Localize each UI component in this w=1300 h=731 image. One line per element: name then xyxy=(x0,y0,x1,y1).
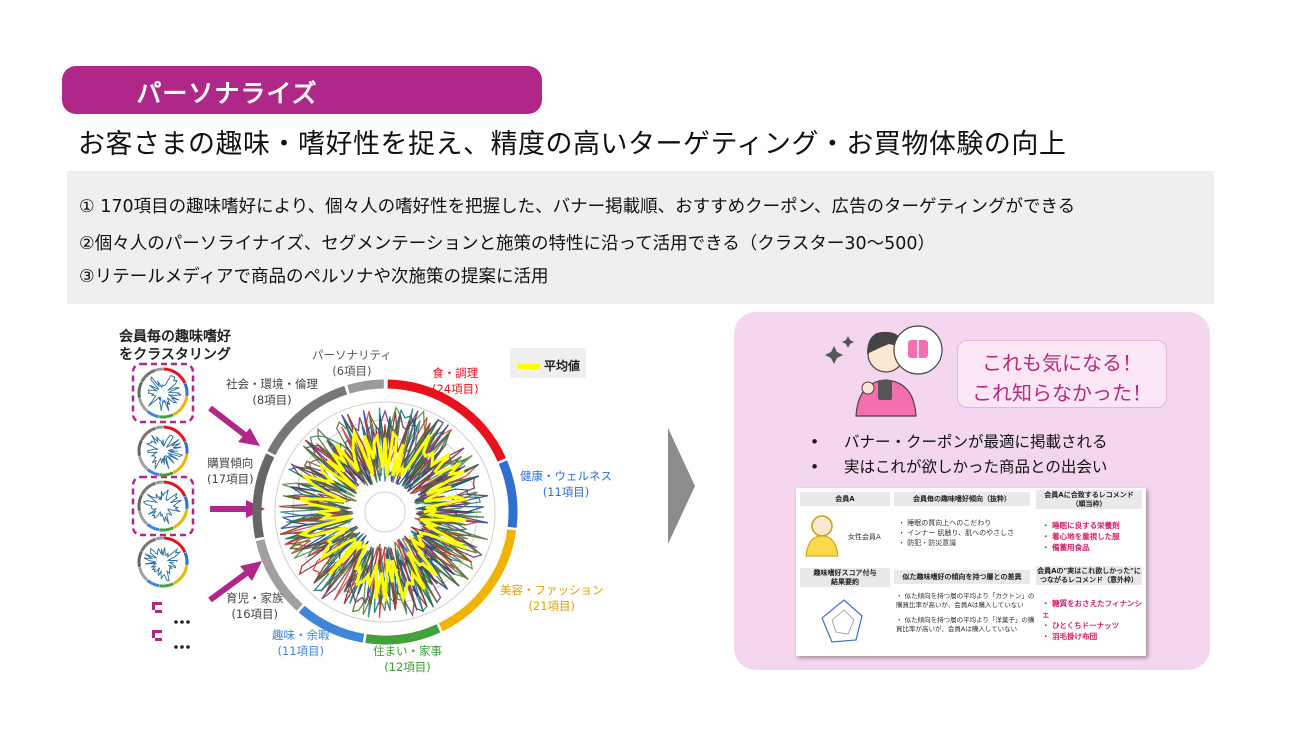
benefit-2: •実はこれが欲しかった商品との出会い xyxy=(810,458,1108,476)
member-radar-2 xyxy=(137,425,189,477)
doc-member-label: 女性会員A xyxy=(848,533,881,541)
category-beauty: 美容・ファッション(21項目) xyxy=(500,583,604,613)
category-arc-0 xyxy=(347,379,384,394)
legend-swatch xyxy=(518,364,540,369)
headline: お客さまの趣味・嗜好性を捉え、精度の高いターゲティング・お買物体験の向上 xyxy=(78,129,1067,160)
sparkle-small-icon xyxy=(842,336,854,348)
phone-icon xyxy=(878,380,892,400)
woman-with-phone-illustration xyxy=(825,325,943,417)
member-avatar xyxy=(805,515,839,557)
category-arc-5 xyxy=(298,605,365,643)
category-arc-1 xyxy=(387,379,506,462)
radar-illustration xyxy=(131,348,695,649)
doc-recommend-surprise: ・ 糖質をおさえたフィナンシェ・ ひとくちドーナッツ・ 羽毛掛け布団 xyxy=(1042,599,1142,641)
category-health: 健康・ウェルネス(11項目) xyxy=(520,469,612,499)
member-radar-1 xyxy=(137,367,189,419)
woman-hair xyxy=(867,331,905,356)
key-points-box: ① 170項目の趣味嗜好により、個々人の嗜好性を把握した、バナー掲載順、おすすめ… xyxy=(67,171,1214,304)
category-purchase: 購買傾向(17項目) xyxy=(207,456,254,486)
cluster-title-line2: をクラスタリング xyxy=(119,347,231,363)
doc-mini-radar xyxy=(821,599,863,643)
category-family: 育児・家族(16項目) xyxy=(226,591,284,621)
speech-line-2: これ知らなかった！ xyxy=(972,381,1152,405)
arrows xyxy=(208,405,265,603)
next-chevron-icon xyxy=(668,428,695,544)
aggregate-radar-chart xyxy=(252,379,518,645)
doc-col-member: 会員A xyxy=(800,492,890,506)
category-hobby: 趣味・余暇(11項目) xyxy=(272,628,330,658)
more-members-icon xyxy=(152,602,162,641)
doc-recommend-regular: ・ 睡眠に良する栄養剤・ 着心地を重視した服・ 備蓄用食品 xyxy=(1042,521,1120,552)
doc-col-recommend: 会員Aに合致するレコメンド（順当枠） xyxy=(1036,490,1142,509)
highlight-box-1 xyxy=(131,362,195,424)
speech-bubble: これも気になる！ これ知らなかった！ xyxy=(957,340,1167,408)
point-3: ③リテールメディアで商品のペルソナや次施策の提案に活用 xyxy=(79,267,549,287)
category-home: 住まい・家事(12項目) xyxy=(373,644,442,674)
doc-score-head: 趣味嗜好スコア付与結果要約 xyxy=(800,568,890,587)
speech-line-1: これも気になる！ xyxy=(982,351,1142,375)
cluster-title: 会員毎の趣味嗜好 をクラスタリング xyxy=(100,328,250,364)
doc-similar: ・ 似た傾向を持つ層の平均より「カクトン」の 購買比率が高いが、会員Aは購入して… xyxy=(896,592,1035,633)
category-arc-6 xyxy=(255,539,303,611)
category-society: 社会・環境・倫理(8項目) xyxy=(226,377,318,407)
member-radar-thumbnails xyxy=(137,367,189,588)
arrow-3-head xyxy=(240,561,262,581)
section-badge-label: パーソナライズ xyxy=(136,79,318,108)
point-2: ②個々人のパーソライナイズ、セグメンテーションと施策の特性に沿って活用できる（ク… xyxy=(79,234,936,254)
hand-icon xyxy=(861,381,875,395)
radar-ring-0 xyxy=(274,401,496,623)
benefit-1: •バナー・クーポンが最適に掲載される xyxy=(810,433,1108,451)
category-arc-2 xyxy=(498,460,518,528)
doc-similar-head: 似た趣味嗜好の傾向を持つ層との差異 xyxy=(894,570,1030,584)
point-1: ① 170項目の趣味嗜好により、個々人の嗜好性を把握した、バナー掲載順、おすすめ… xyxy=(79,197,1076,217)
arrow-1-head xyxy=(238,428,260,446)
arrow-3 xyxy=(208,569,250,603)
radar-ring-5 xyxy=(364,491,406,533)
recommendation-report-thumbnail: 会員A 会員毎の趣味嗜好傾向（抜粋） 会員Aに合致するレコメンド（順当枠） 女性… xyxy=(796,488,1146,656)
ellipsis-dots xyxy=(174,620,190,649)
sparkle-icon xyxy=(825,346,843,364)
category-arc-8 xyxy=(267,385,348,456)
member-series-7 xyxy=(282,414,488,613)
doc-traits: ・ 睡眠の質向上へのこだわり・ インナー 肌触り、肌へのやさしさ・ 防犯・防災意… xyxy=(898,519,1015,547)
category-arc-7 xyxy=(252,453,275,539)
legend-box xyxy=(510,348,586,378)
category-arc-3 xyxy=(438,529,517,632)
member-radar-3 xyxy=(137,480,189,532)
category-food: 食・調理(24項目) xyxy=(432,366,479,396)
arrow-1 xyxy=(208,405,247,438)
category-personality: パーソナリティ(6項目) xyxy=(312,348,392,378)
highlight-box-2 xyxy=(131,475,195,537)
section-badge: パーソナライズ xyxy=(62,66,542,114)
member-radar-4 xyxy=(137,536,189,588)
average-series xyxy=(297,426,470,604)
legend-label: 平均値 xyxy=(544,359,581,373)
doc-rec2-head: 会員Aの"実はこれ欲しかった"につながるレコメンド（意外枠） xyxy=(1036,566,1142,585)
cluster-title-line1: 会員毎の趣味嗜好 xyxy=(119,329,231,345)
doc-col-traits: 会員毎の趣味嗜好傾向（抜粋） xyxy=(894,492,1030,506)
category-arc-4 xyxy=(365,624,441,645)
